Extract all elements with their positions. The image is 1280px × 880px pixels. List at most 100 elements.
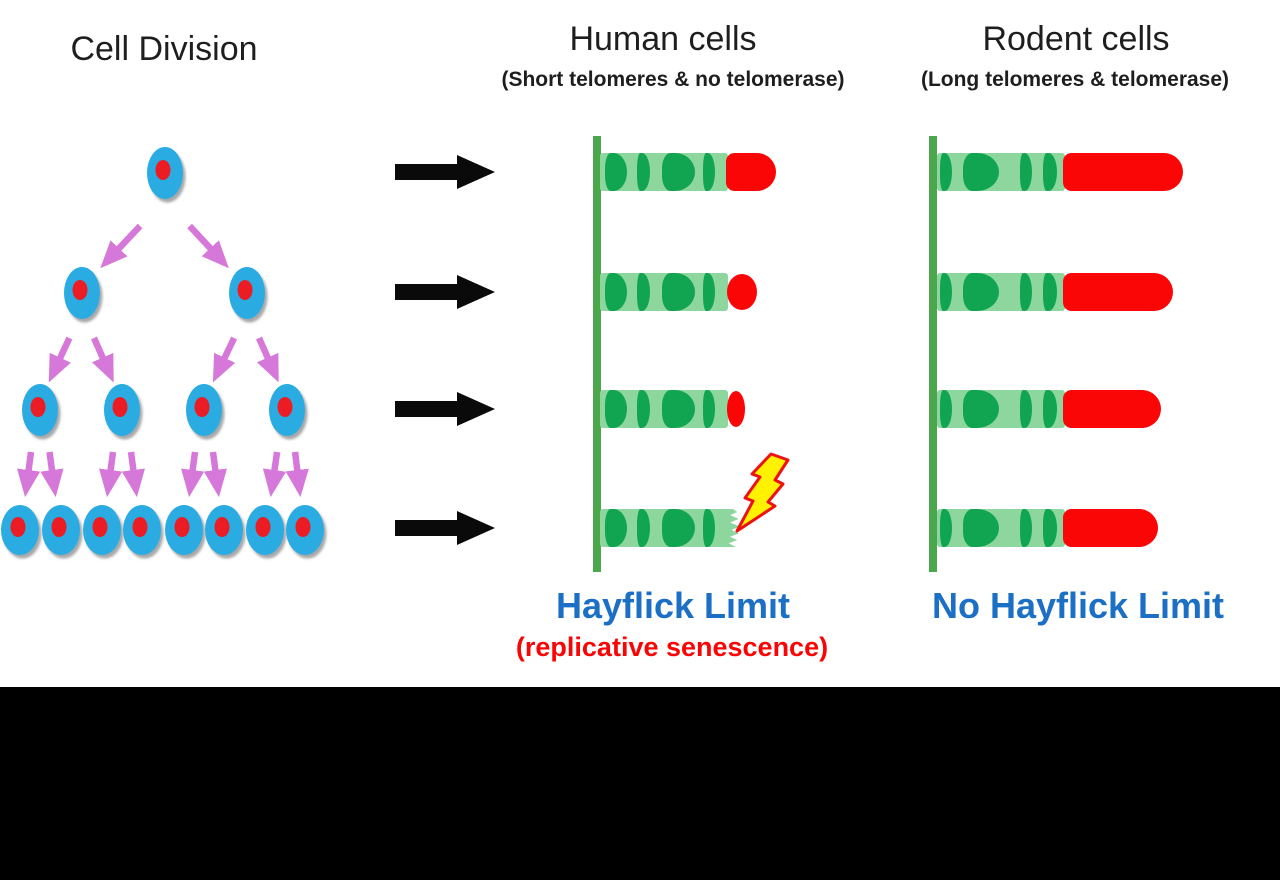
chromosome-band: [637, 273, 650, 311]
chromosome-bar: [937, 273, 1185, 311]
cell: [147, 147, 183, 199]
division-arrow: [181, 451, 205, 498]
chromosome-band: [940, 509, 952, 547]
chromosome-bar: [600, 509, 753, 547]
cell: [269, 384, 305, 436]
chromosome-band: [940, 390, 952, 428]
hayflick-limit-caption: Hayflick Limit: [555, 585, 791, 626]
chromosome-band: [1043, 509, 1057, 547]
stem-line: [929, 136, 937, 572]
cell: [205, 505, 243, 555]
chromosome-band: [637, 153, 650, 191]
cell: [286, 505, 324, 555]
chromosome-band: [662, 273, 695, 311]
chromosome-body: [600, 273, 728, 311]
division-arrow: [48, 336, 73, 383]
cell-nucleus: [112, 397, 128, 417]
telomere-cap: [727, 274, 757, 310]
cell-division-tree: [1, 147, 324, 555]
footer-bar: [0, 687, 1280, 880]
cell: [186, 384, 222, 436]
cell-nucleus: [295, 517, 311, 537]
cell-nucleus: [92, 517, 108, 537]
chromosome-body: [600, 390, 728, 428]
chromosome-band: [1043, 390, 1057, 428]
chromosome-body: [937, 273, 1065, 311]
telomere-cap: [1063, 273, 1173, 311]
chromosome-band: [605, 509, 627, 547]
cell-nucleus: [30, 397, 46, 417]
chromosome-bar: [600, 390, 756, 428]
cell: [104, 384, 140, 436]
chromosome-band: [1020, 390, 1032, 428]
chromosome-band: [1020, 153, 1032, 191]
replicative-senescence-caption: (replicative senescence): [515, 632, 829, 662]
human-cells-title: Human cells: [569, 20, 757, 58]
cell: [64, 267, 100, 319]
flow-arrow: [395, 275, 495, 309]
chromosome-band: [637, 509, 650, 547]
telomere-cap: [1063, 390, 1161, 428]
chromosome-band: [963, 390, 999, 428]
chromosome-band: [1043, 273, 1057, 311]
cell: [22, 384, 58, 436]
chromosome-body: [600, 153, 728, 191]
telomere-cap: [726, 153, 776, 191]
cell: [83, 505, 121, 555]
cell-nucleus: [174, 517, 190, 537]
cell: [229, 267, 265, 319]
cell: [1, 505, 39, 555]
telomere-cap: [1063, 509, 1158, 547]
division-arrow: [187, 223, 229, 269]
division-arrow: [17, 451, 41, 498]
cell-division-title: Cell Division: [70, 30, 258, 68]
chromosome-band: [963, 153, 999, 191]
chromosome-body: [937, 153, 1065, 191]
lightning-icon: [735, 452, 790, 533]
chromosome-band: [963, 509, 999, 547]
division-arrow: [91, 336, 114, 383]
chromosome-band: [605, 390, 627, 428]
chromosome-band: [637, 390, 650, 428]
division-arrow: [212, 336, 238, 383]
telomere-cap: [727, 391, 745, 427]
chromosome-band: [605, 273, 627, 311]
chromosome-body: [600, 509, 741, 547]
division-arrow: [99, 451, 123, 498]
chromosome-bar: [937, 153, 1195, 191]
division-arrow: [121, 451, 145, 498]
cell-nucleus: [51, 517, 67, 537]
division-arrow: [100, 223, 143, 269]
cell-nucleus: [132, 517, 148, 537]
cell-nucleus: [277, 397, 293, 417]
chromosome-band: [1043, 153, 1057, 191]
no-hayflick-limit-caption: No Hayflick Limit: [931, 585, 1225, 626]
division-arrow: [285, 451, 309, 498]
chromosome-bar: [600, 273, 768, 311]
chromosome-band: [605, 153, 627, 191]
flow-arrows: [395, 155, 495, 545]
stem-line: [593, 136, 601, 572]
chromosome-band: [940, 153, 952, 191]
rodent-cells-title: Rodent cells: [982, 20, 1170, 58]
division-arrow: [262, 451, 287, 498]
chromosome-bar: [600, 153, 788, 191]
chromosome-bar: [937, 509, 1170, 547]
cell: [123, 505, 161, 555]
cell-nucleus: [155, 160, 171, 180]
cell-nucleus: [255, 517, 271, 537]
cell: [42, 505, 80, 555]
chromosome-band: [703, 390, 715, 428]
cell-nucleus: [10, 517, 26, 537]
cell-nucleus: [194, 397, 210, 417]
division-arrow: [203, 451, 227, 498]
cell-nucleus: [72, 280, 88, 300]
chromosome-band: [703, 153, 715, 191]
telomere-cap: [1063, 153, 1183, 191]
chromosome-band: [940, 273, 952, 311]
chromosome-body: [937, 390, 1065, 428]
chromosome-band: [703, 273, 715, 311]
chromosome-band: [703, 509, 715, 547]
chromosome-band: [1020, 509, 1032, 547]
